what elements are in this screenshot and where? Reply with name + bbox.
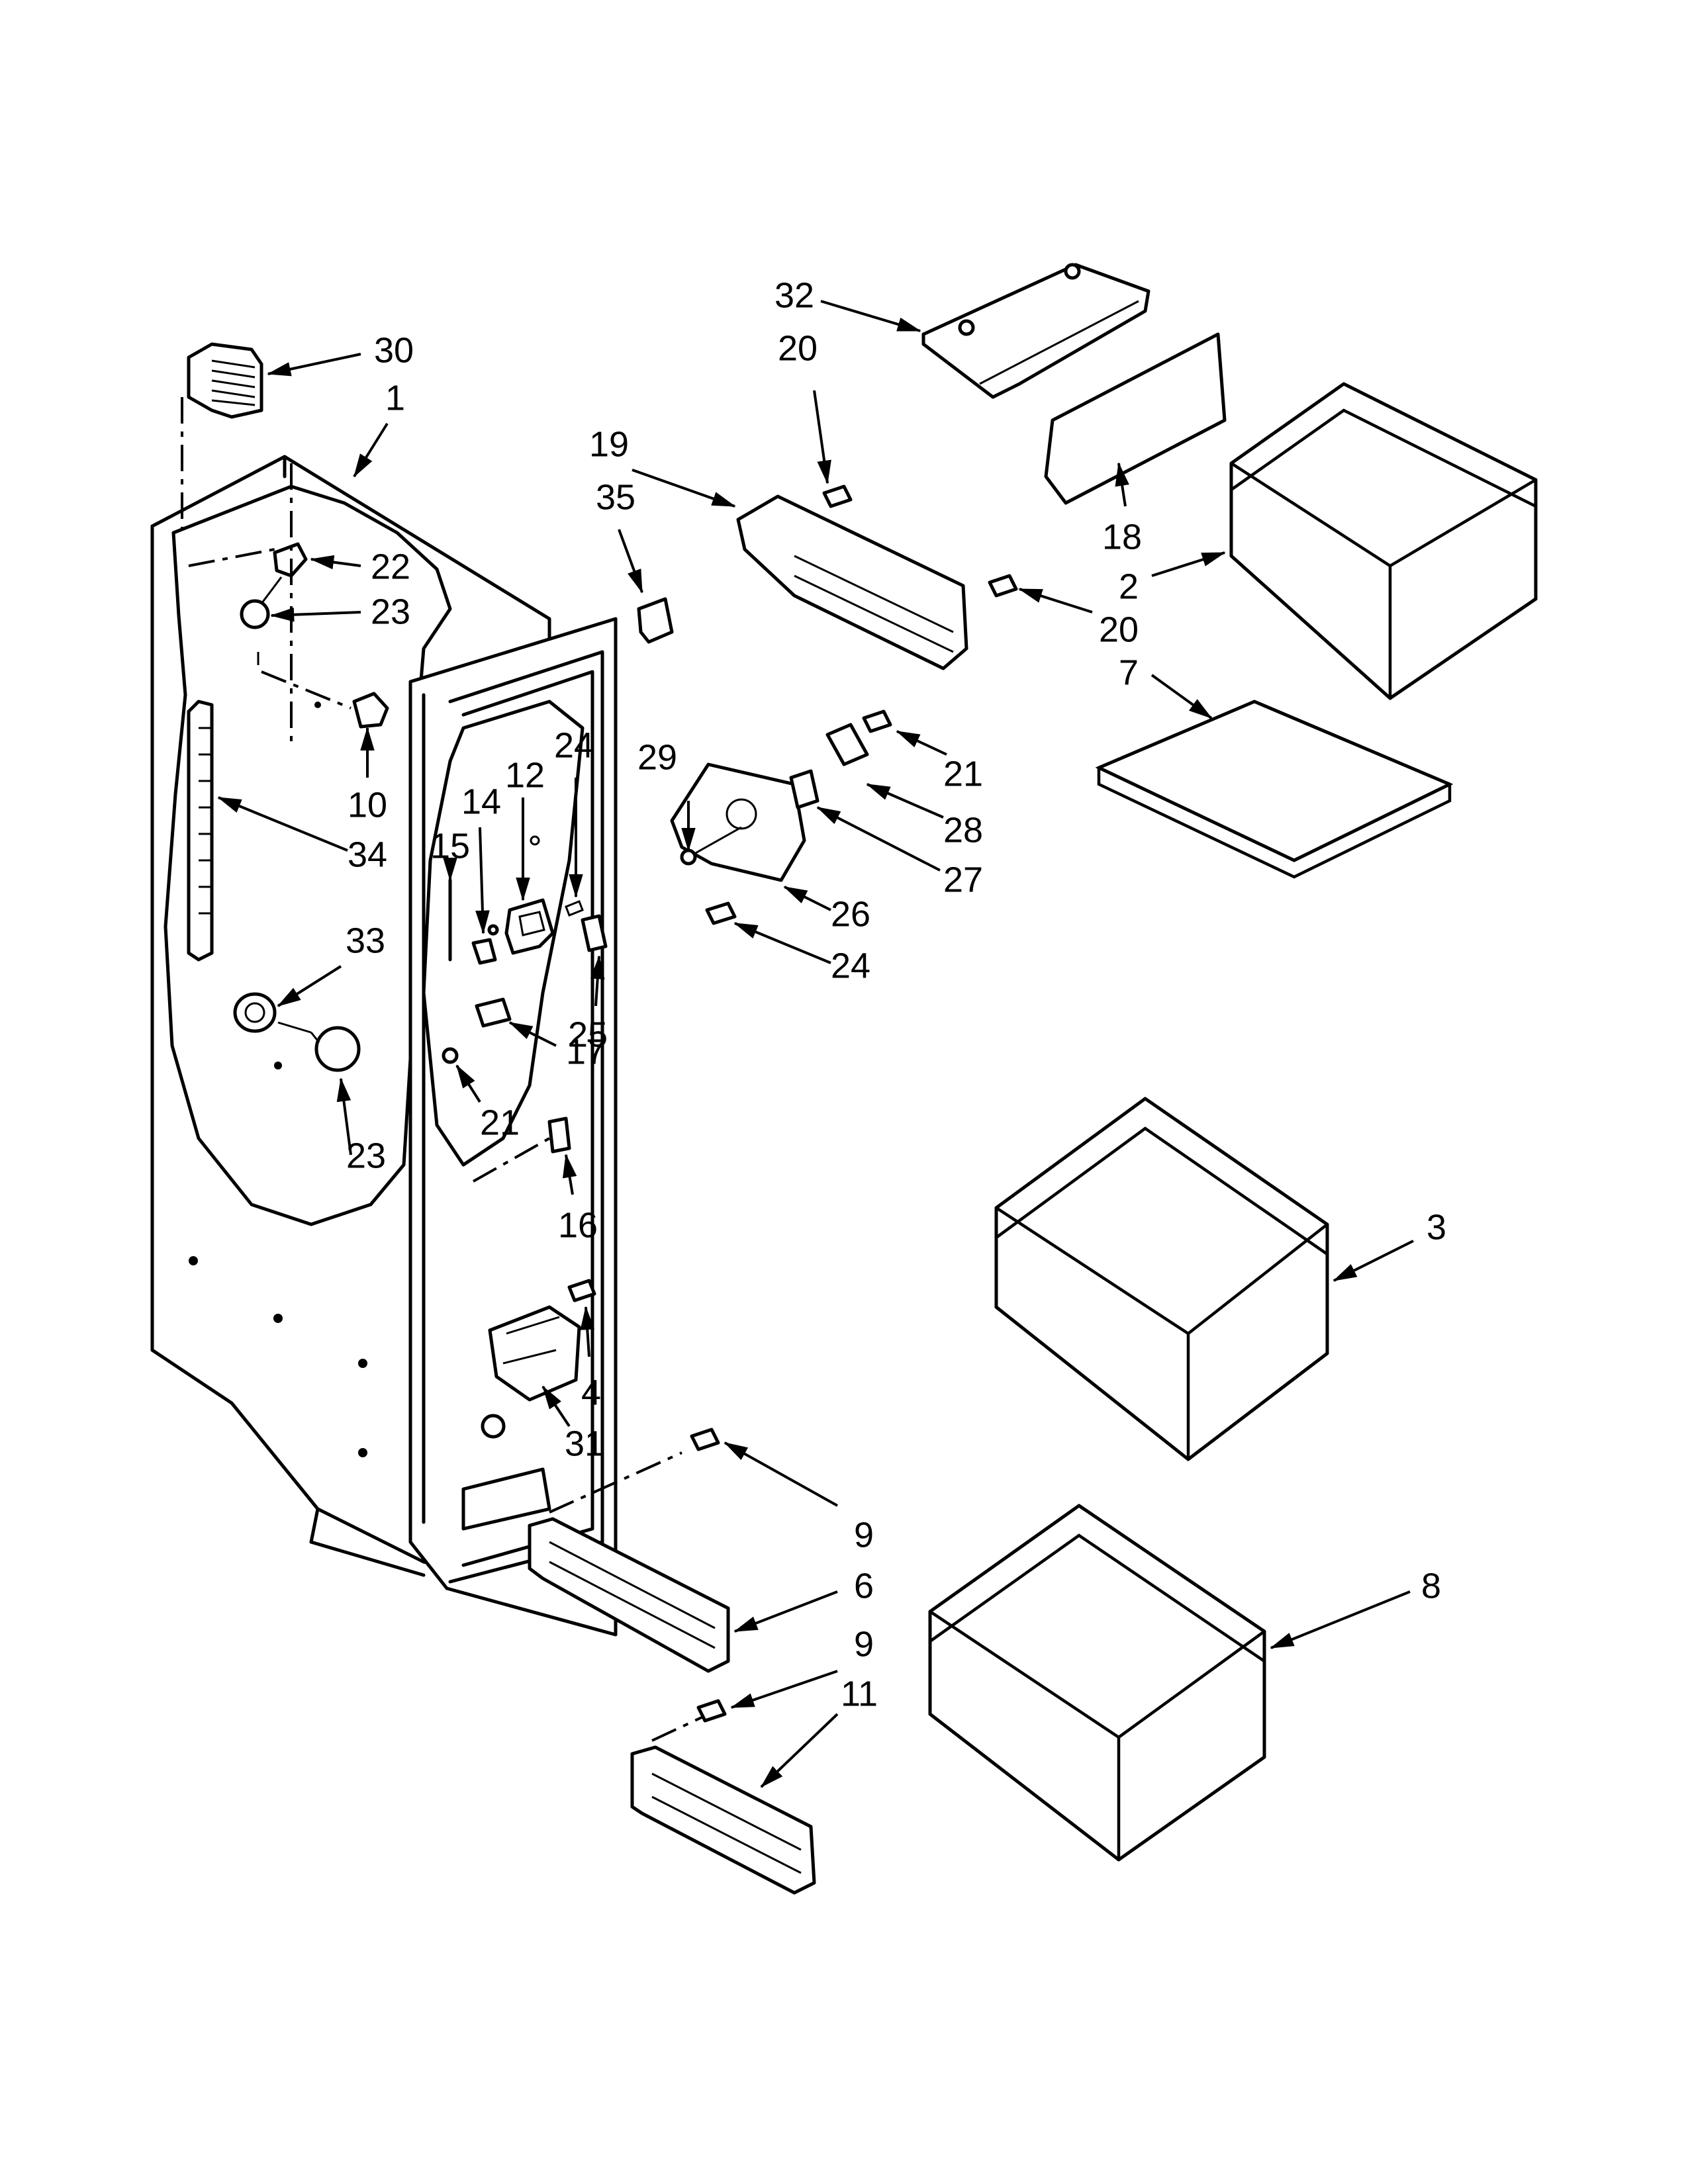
- callout-17: 17: [566, 1032, 606, 1071]
- clip-10: [257, 652, 389, 729]
- screw-9-upper: [690, 1428, 720, 1451]
- callout-4: 4: [581, 1373, 601, 1412]
- callout-11: 11: [841, 1674, 878, 1713]
- board-28: [825, 723, 869, 766]
- freezer-liner: [150, 455, 618, 1637]
- callout-30: 30: [374, 330, 414, 370]
- callout-labels: 30 1 22 23 10 34 33 23 15 14 12 24 25 17…: [346, 275, 1446, 1713]
- duct-bracket-19: [736, 484, 1018, 670]
- callout-19: 19: [589, 424, 629, 464]
- callout-28: 28: [943, 810, 983, 850]
- light-bar: [187, 700, 214, 962]
- callout-21-lower: 21: [480, 1103, 520, 1142]
- callout-35: 35: [596, 477, 635, 517]
- callout-23-upper: 23: [371, 592, 410, 631]
- light-socket-upper: [188, 463, 308, 741]
- basket-2: [1229, 382, 1538, 700]
- callout-7: 7: [1119, 653, 1139, 692]
- callout-33: 33: [346, 921, 385, 960]
- panel-18: [1044, 332, 1227, 505]
- callout-31: 31: [565, 1424, 604, 1463]
- callout-23-lower: 23: [346, 1136, 386, 1175]
- clip-35: [637, 597, 674, 644]
- leader-lines: [217, 300, 1414, 1788]
- mount-plate-27: [670, 762, 820, 925]
- callout-20-upper: 20: [778, 328, 818, 368]
- callout-6: 6: [854, 1566, 874, 1606]
- callout-15: 15: [430, 826, 470, 866]
- cover-6: [528, 1451, 730, 1673]
- basket-8: [928, 1504, 1266, 1862]
- callout-9-upper: 9: [854, 1515, 874, 1555]
- vent-cover: [181, 342, 263, 529]
- callout-34: 34: [348, 835, 387, 874]
- bracket-32: [921, 263, 1150, 399]
- screw-21-upper: [862, 709, 892, 733]
- cover-11: [630, 1699, 816, 1895]
- callout-20-lower: 20: [1099, 610, 1139, 649]
- callout-24-upper: 24: [554, 725, 594, 765]
- callout-27: 27: [943, 860, 983, 899]
- callout-1: 1: [385, 378, 405, 418]
- callout-22: 22: [371, 547, 410, 586]
- callout-14: 14: [461, 782, 501, 821]
- shelf-7: [1095, 700, 1454, 879]
- basket-3: [994, 1097, 1329, 1461]
- callout-32: 32: [774, 275, 814, 315]
- callout-29: 29: [637, 737, 677, 777]
- callout-21-upper: 21: [943, 754, 983, 794]
- callout-10: 10: [348, 785, 387, 825]
- front-face-components: [442, 835, 608, 1439]
- callout-8: 8: [1421, 1566, 1441, 1606]
- callout-3: 3: [1427, 1207, 1446, 1247]
- callout-16: 16: [558, 1205, 598, 1245]
- callout-2: 2: [1119, 567, 1139, 606]
- callout-26: 26: [831, 894, 870, 934]
- callout-12: 12: [505, 755, 545, 795]
- callout-25: 25: [568, 1015, 608, 1054]
- light-socket-lower: [233, 992, 361, 1072]
- callout-9-lower: 9: [854, 1624, 874, 1664]
- callout-18: 18: [1102, 517, 1142, 557]
- callout-24-lower: 24: [831, 946, 870, 985]
